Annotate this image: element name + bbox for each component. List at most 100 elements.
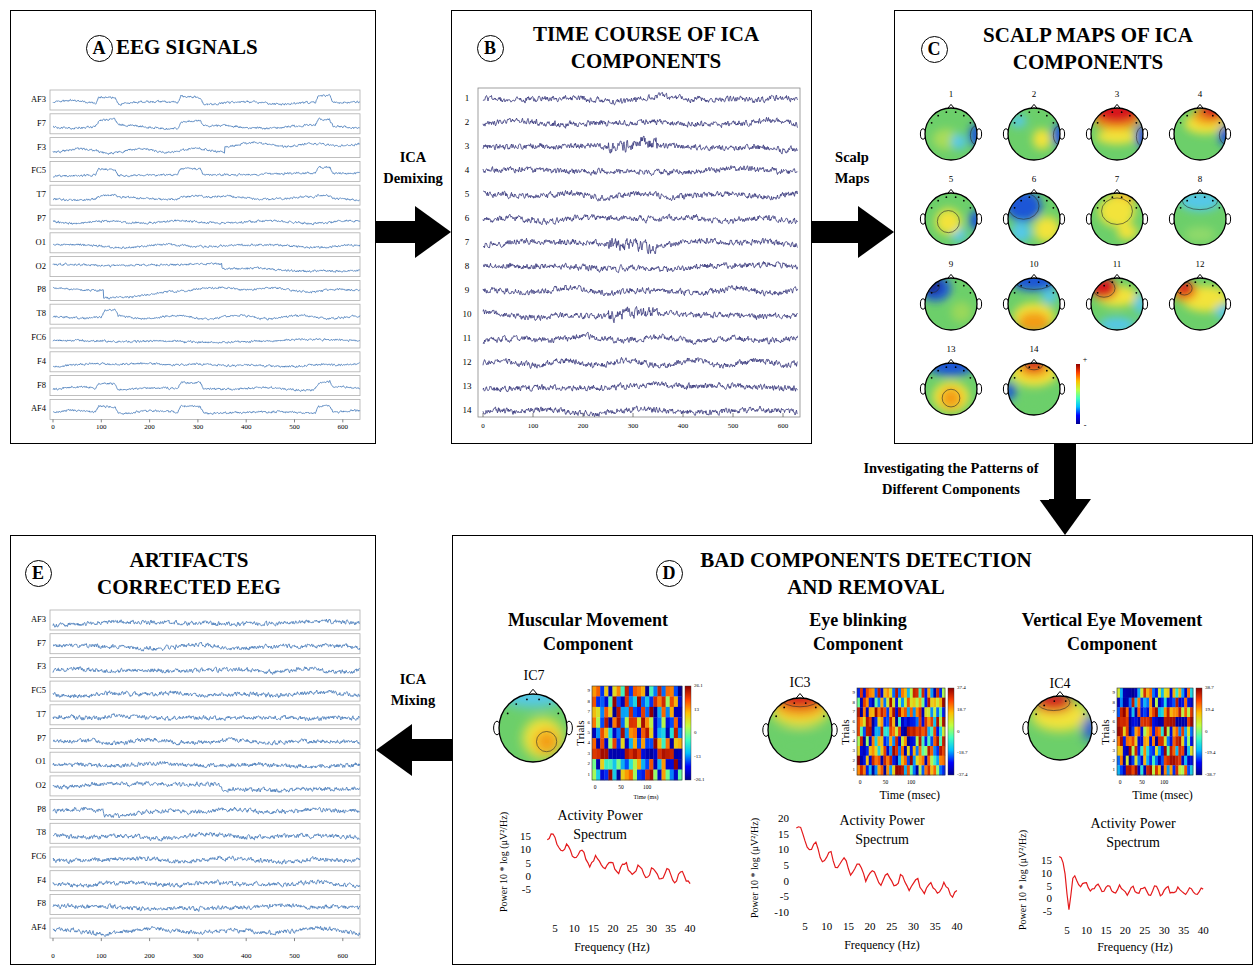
erp-cell [1170,727,1173,737]
eeg-trace [53,287,360,299]
erp-cell [670,696,674,707]
tick-label: 9 [1113,690,1116,696]
map-number: 8 [1198,175,1203,185]
erp-cell [880,717,883,727]
eeg-trace [53,338,360,343]
erp-cell [904,765,907,775]
erp-cell [1164,756,1167,766]
erp-cell [892,756,895,766]
erp-cell [600,717,604,728]
component-trace [483,382,798,392]
tick-label: 0 [859,779,862,785]
tick-label: 300 [628,423,639,431]
erp-cell [604,728,608,739]
eeg-trace [53,263,360,273]
erp-cell [913,717,916,727]
erp-cell [1146,756,1149,766]
erp-cell [678,728,682,739]
map-number: 3 [1115,90,1120,100]
flow-arrow [812,221,858,243]
erp-cell [608,749,612,760]
erp-cell [939,688,942,698]
electrode-dot [1043,705,1045,707]
colorbar-value: -19.4 [1205,751,1215,757]
erp-cell [1158,765,1161,775]
erp-cell [910,765,913,775]
activation-area [941,388,962,409]
erp-cell [857,707,860,717]
erp-cell [866,756,869,766]
electrode-dot [1046,200,1048,202]
erp-cell [857,717,860,727]
tick-label: 200 [144,953,155,961]
erp-cell [1155,746,1158,756]
head-outline [1028,696,1092,760]
erp-cell [1117,765,1120,775]
erp-cell [1175,707,1178,717]
electrode-dot [937,200,939,202]
electrode-dot [945,366,947,368]
erp-cell [922,707,925,717]
map-number: 5 [949,175,954,185]
eeg-trace [53,142,360,155]
erp-cell [645,749,649,760]
erp-cell [592,696,596,707]
erp-cell [670,749,674,760]
erp-cell [907,698,910,708]
axis-tick [633,413,634,417]
panel-letter: D [663,564,676,582]
electrode-dot [955,281,957,283]
erp-cell [1152,765,1155,775]
channel-frame [50,304,360,324]
erp-cell [883,707,886,717]
erp-cell [878,698,881,708]
panel-heading: TIME COURSE OF ICA COMPONENTS [496,21,796,76]
eeg-channels [50,90,360,422]
erp-cell [653,770,657,781]
tick-label: 20 [1120,924,1131,936]
contour-line [1014,272,1054,290]
electrode-dot [507,712,509,714]
erp-cell [913,765,916,775]
head-outline [925,108,977,160]
erp-cell [1123,688,1126,698]
tick-label: 1 [853,767,856,773]
erp-cell [1161,746,1164,756]
colorbar-value: 38.7 [1205,685,1214,691]
electrode-dot [1028,111,1030,113]
erp-cell [1149,717,1152,727]
erp-cell [1129,746,1132,756]
channel-name: FC6 [31,333,46,342]
tick-label: 6 [1113,719,1116,725]
erp-cell [645,738,649,749]
activation-area [1184,227,1215,243]
electrode-dot [1218,207,1220,209]
panel-letter-circle: E [25,560,52,587]
component-number: 13 [463,382,472,392]
electrode-dot [1212,200,1214,202]
erp-cell [939,765,942,775]
channel-frame [50,185,360,205]
scalp-ground [1008,108,1060,160]
erp-cell [678,770,682,781]
erp-cell [869,707,872,717]
erp-cell [875,736,878,746]
colorbar-value: 18.7 [957,707,966,713]
erp-cell [880,736,883,746]
tick-label: 7 [853,709,856,715]
contour-line [1008,193,1039,220]
erp-cell [939,756,942,766]
erp-cell [1181,765,1184,775]
erp-cell [933,736,936,746]
erp-cell [1140,736,1143,746]
erp-cell [880,688,883,698]
channel-name: F3 [37,143,46,152]
erp-cell [924,765,927,775]
tick-label: 0 [51,953,55,961]
tick-label: 100 [96,953,107,961]
erp-cell [883,765,886,775]
axis-tick [294,419,295,422]
erp-cell [1187,756,1190,766]
erp-cell [860,698,863,708]
tick-label: 500 [728,423,739,431]
